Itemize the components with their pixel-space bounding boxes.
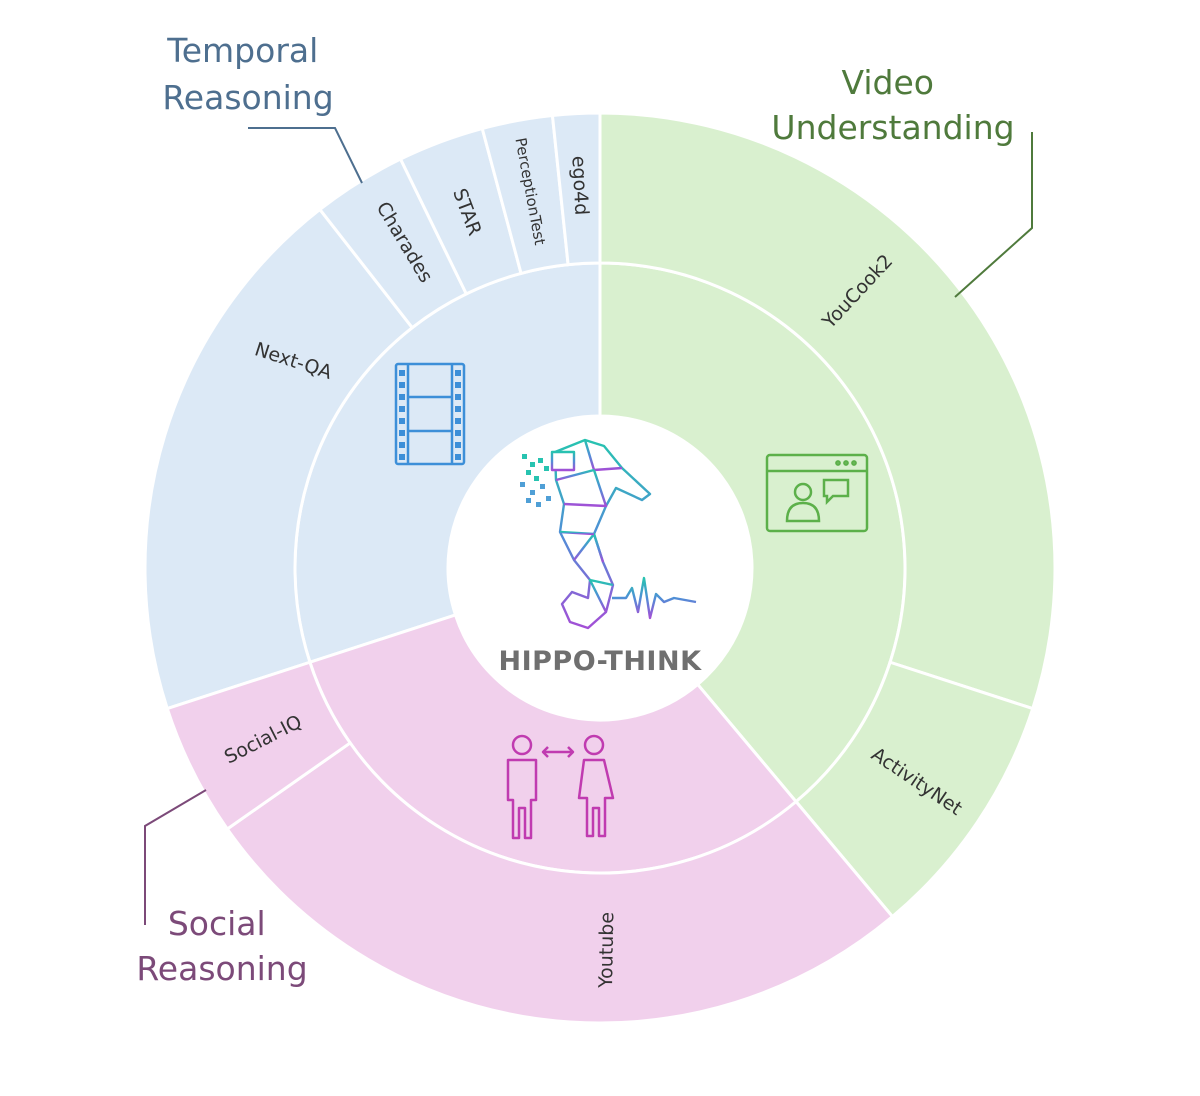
people-interaction-icon — [506, 734, 615, 840]
dataset-label-ego4d: ego4d — [567, 155, 592, 216]
leader-line-temporal — [248, 127, 363, 184]
category-label-line: Reasoning — [136, 949, 307, 988]
segment-youtube — [225, 740, 895, 1025]
category-label-temporal-reasoning: Temporal Reasoning — [162, 31, 333, 117]
film-strip-icon — [394, 362, 466, 466]
segment-next-qa — [143, 207, 415, 711]
seahorse-network-icon — [520, 438, 697, 630]
category-label-line: Temporal — [166, 31, 318, 70]
leader-line-social — [144, 789, 207, 925]
segment-youcook2 — [598, 111, 1057, 711]
category-label-video-understanding: Video Understanding — [771, 63, 1014, 147]
dataset-ring — [143, 111, 1057, 1025]
leader-line-video — [954, 132, 1033, 298]
category-label-line: Video — [842, 63, 934, 102]
category-label-line: Reasoning — [162, 78, 333, 117]
dataset-label-youtube: Youtube — [595, 912, 618, 989]
category-ring — [293, 261, 907, 875]
segment-social-iq — [165, 660, 353, 832]
center-disc — [448, 416, 752, 720]
category-label-social-reasoning: Social Reasoning — [136, 904, 307, 988]
video-meeting-icon — [765, 453, 869, 533]
category-label-line: Understanding — [771, 108, 1014, 147]
category-label-line: Social — [168, 904, 266, 943]
logo-text: HIPPO-THINK — [499, 646, 703, 677]
